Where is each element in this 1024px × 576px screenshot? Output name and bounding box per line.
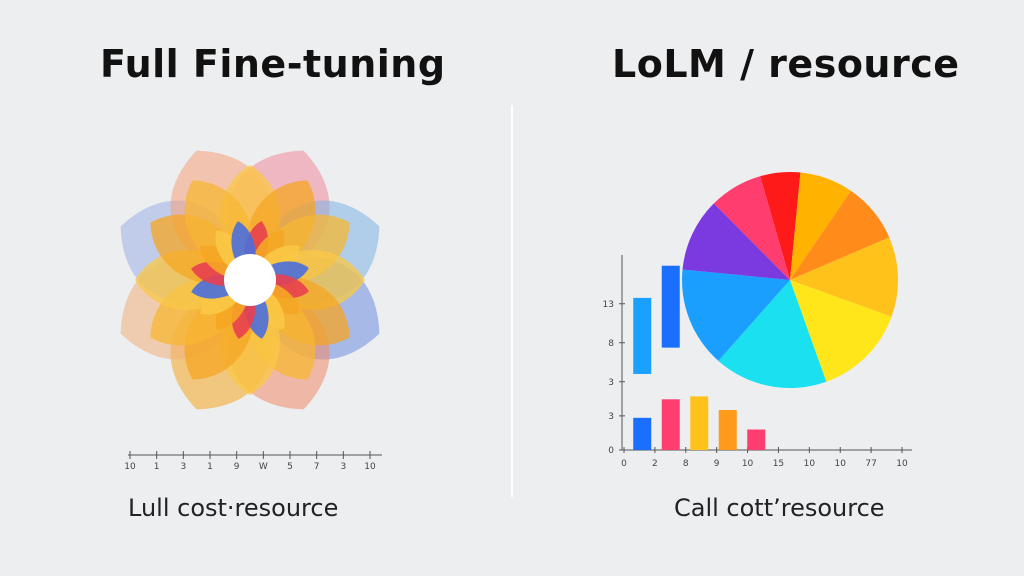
bar-4 (747, 429, 766, 450)
bar-x-tick-label: 8 (683, 459, 689, 469)
bar-y-tick-label: 13 (603, 300, 614, 310)
flower-center (224, 254, 276, 306)
pie-slice-4 (790, 280, 892, 382)
pie-slice-8 (713, 176, 790, 280)
bar-y-tick-label: 8 (608, 339, 614, 349)
bar-x-tick-label: 9 (714, 459, 720, 469)
left-caption: Lull cost·resource (128, 494, 339, 522)
flower-petals (120, 150, 380, 410)
left-axis-tick-label: W (259, 462, 268, 472)
bar-2 (690, 396, 709, 450)
bar-y-tick-label: 3 (608, 412, 614, 422)
pie-slice-2 (790, 190, 890, 280)
pie-slice-6 (682, 269, 790, 361)
left-axis-tick-label: 9 (234, 462, 240, 472)
left-axis-tick-label: 5 (287, 462, 293, 472)
bar-chart: 0 2 8 9 10 15 10 10 77 10 0 3 3 8 13 (603, 255, 912, 469)
pie-chart (682, 172, 898, 388)
pie-slice-3 (790, 237, 898, 317)
left-axis-ticks: 10 1 3 1 9 W 5 7 3 10 (124, 451, 376, 472)
pie-slice-7 (682, 203, 790, 280)
pie-slice-0 (760, 172, 801, 280)
right-panel-title: LoLM / resource (612, 42, 960, 86)
bar-0 (633, 417, 652, 450)
bar-y-tick-label: 0 (608, 446, 614, 456)
pie-slice-1 (790, 172, 851, 280)
pie-slice-5 (718, 280, 827, 388)
left-axis-tick-label: 1 (154, 462, 160, 472)
bar-x-tick-label: 2 (652, 459, 658, 469)
left-panel-title: Full Fine-tuning (100, 42, 446, 86)
bar-y-tick-label: 3 (608, 378, 614, 388)
pie-slices (682, 172, 898, 388)
bar-x-tick-label: 77 (865, 459, 876, 469)
left-axis-tick-label: 3 (180, 462, 186, 472)
bar-5 (633, 297, 652, 374)
bar-1 (661, 399, 680, 450)
bar-6 (661, 265, 680, 348)
flower-chart (120, 150, 380, 410)
left-axis-tick-label: 7 (314, 462, 320, 472)
right-caption: Call cott’resource (674, 494, 885, 522)
bar-marks (633, 265, 766, 450)
panel-divider (511, 105, 513, 497)
bar-x-tick-label: 10 (742, 459, 754, 469)
bar-x-tick-label: 10 (896, 459, 908, 469)
left-axis-tick-label: 1 (207, 462, 213, 472)
bar-x-tick-label: 0 (621, 459, 627, 469)
left-axis-tick-label: 10 (124, 462, 136, 472)
bar-x-tick-label: 10 (834, 459, 846, 469)
left-axis-tick-label: 3 (340, 462, 346, 472)
left-axis: 10 1 3 1 9 W 5 7 3 10 (124, 451, 382, 472)
bar-x-tick-label: 15 (773, 459, 784, 469)
bar-x-tick-label: 10 (804, 459, 816, 469)
bar-3 (718, 410, 737, 450)
left-axis-tick-label: 10 (364, 462, 376, 472)
